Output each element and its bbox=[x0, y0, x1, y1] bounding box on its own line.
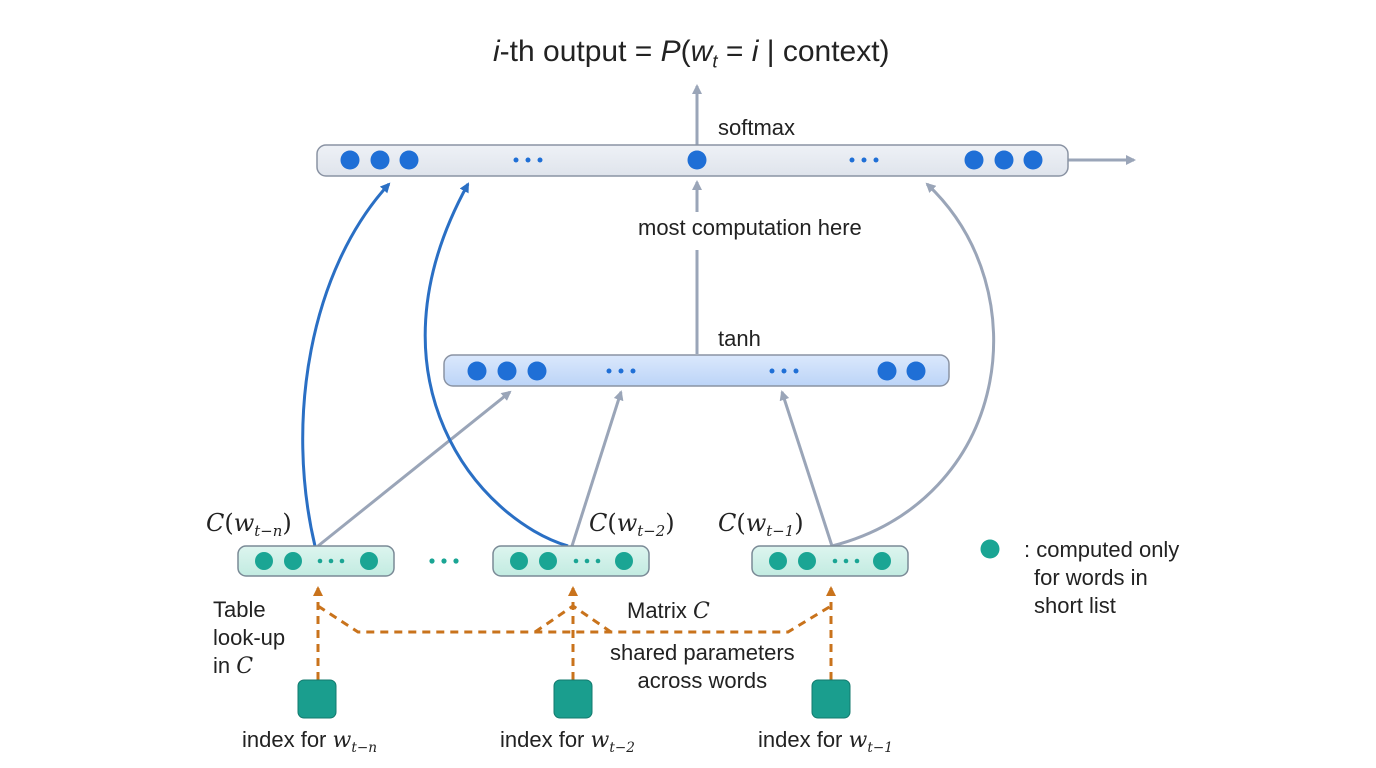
softmax-node bbox=[1023, 150, 1043, 170]
softmax-node bbox=[340, 150, 360, 170]
embedding-bar-1 bbox=[237, 545, 395, 577]
tanh-node bbox=[467, 361, 487, 381]
embedding-bar-3 bbox=[751, 545, 909, 577]
tanh-nodes bbox=[467, 361, 926, 381]
most-computation-label: most computation here bbox=[636, 214, 864, 242]
tanh-ellipsis-left bbox=[606, 368, 636, 374]
softmax-node bbox=[687, 150, 707, 170]
tanh-label: tanh bbox=[718, 326, 761, 351]
embedding-bar-2 bbox=[492, 545, 650, 577]
tanh-ellipsis-right bbox=[769, 368, 799, 374]
shared-matrix-path-mid bbox=[534, 604, 612, 634]
softmax-node bbox=[370, 150, 390, 170]
index-box-3 bbox=[811, 679, 851, 719]
tanh-node bbox=[877, 361, 897, 381]
embedding-label-3: C(wt−1) bbox=[718, 509, 804, 541]
tanh-node bbox=[906, 361, 926, 381]
tanh-node bbox=[497, 361, 517, 381]
lookup-arrows bbox=[313, 586, 836, 680]
index-box-2 bbox=[553, 679, 593, 719]
legend-text: : computed only for words in short list bbox=[1024, 537, 1180, 618]
tanh-layer-bar bbox=[443, 354, 950, 387]
index-label-2: index for wt−2 bbox=[500, 727, 635, 756]
emb2-to-tanh-arrow bbox=[570, 390, 624, 547]
embedding-ellipsis bbox=[429, 558, 459, 564]
output-title: i-th output = P(wt = i | context) bbox=[493, 35, 890, 72]
softmax-label: softmax bbox=[718, 115, 796, 140]
embedding-label-2: C(wt−2) bbox=[589, 509, 675, 541]
index-box-1 bbox=[297, 679, 337, 719]
softmax-node bbox=[399, 150, 419, 170]
index-label-3: index for wt−1 bbox=[758, 727, 893, 756]
emb1-direct-to-softmax-arrow bbox=[301, 182, 391, 547]
embedding-label-1: C(wt−n) bbox=[206, 509, 292, 541]
softmax-node bbox=[964, 150, 984, 170]
softmax-nodes bbox=[340, 150, 1043, 170]
emb3-direct-to-softmax-arrow bbox=[831, 182, 996, 548]
matrix-label: Matrix C bbox=[623, 597, 714, 626]
table-lookup-label: Table look-up in C bbox=[213, 597, 286, 679]
softmax-ellipsis-right bbox=[849, 157, 879, 163]
tanh-node bbox=[527, 361, 547, 381]
index-label-1: index for wt−n bbox=[242, 727, 378, 756]
emb2-direct-to-softmax-arrow bbox=[423, 182, 569, 548]
softmax-node bbox=[994, 150, 1014, 170]
softmax-ellipsis-left bbox=[513, 157, 543, 163]
emb3-to-tanh-arrow bbox=[779, 390, 834, 547]
emb1-to-tanh-arrow bbox=[317, 390, 512, 548]
legend-dot bbox=[980, 539, 1000, 559]
shared-parameters-label: shared parameters across words bbox=[606, 639, 799, 695]
